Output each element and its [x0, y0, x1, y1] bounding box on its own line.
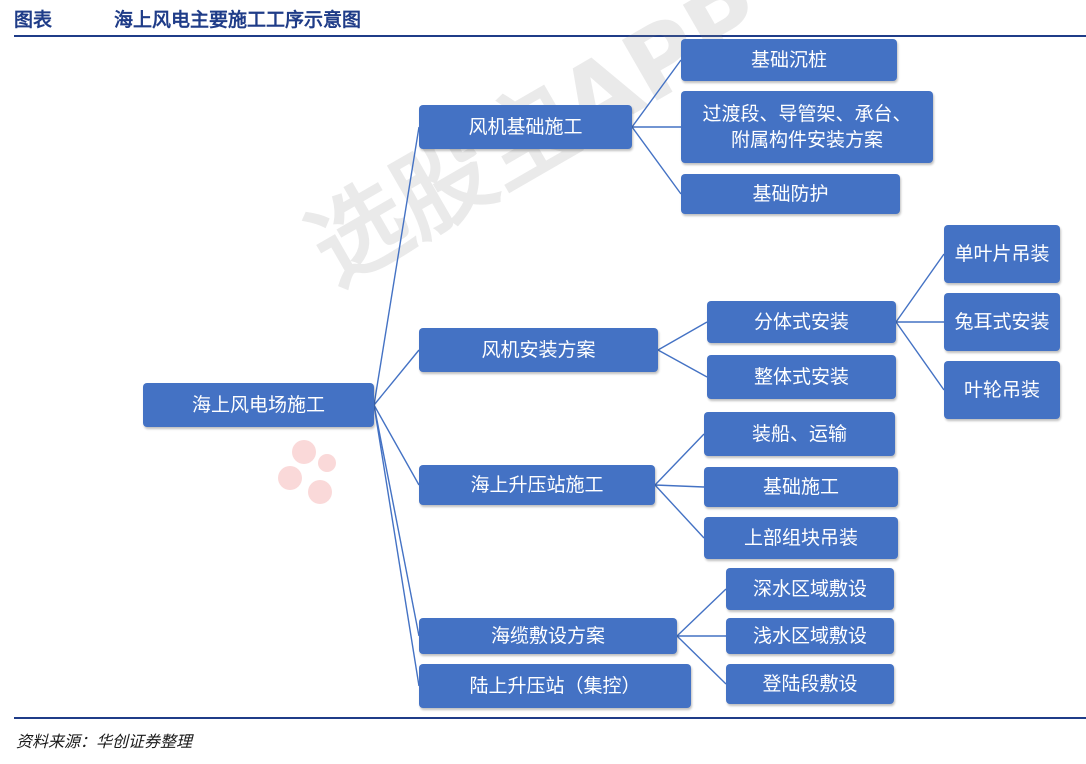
- node-foundation-protection: 基础防护: [681, 174, 900, 214]
- top-rule: [14, 35, 1086, 37]
- node-onshore-substation: 陆上升压站（集控）: [419, 664, 691, 708]
- source-note: 资料来源：华创证券整理: [16, 732, 193, 751]
- node-landing-section-laying: 登陆段敷设: [726, 664, 894, 704]
- node-cable-laying: 海缆敷设方案: [419, 618, 677, 654]
- node-rotor-lifting: 叶轮吊装: [944, 361, 1060, 419]
- node-pile-driving: 基础沉桩: [681, 39, 897, 81]
- node-single-blade-lifting: 单叶片吊装: [944, 225, 1060, 283]
- node-whole-installation: 整体式安装: [707, 355, 896, 399]
- node-shallow-water-laying: 浅水区域敷设: [726, 618, 894, 654]
- figure-header: 图表 海上风电主要施工工序示意图: [14, 4, 1086, 32]
- node-topside-lifting: 上部组块吊装: [704, 517, 898, 559]
- node-root: 海上风电场施工: [143, 383, 374, 427]
- node-split-installation: 分体式安装: [707, 301, 896, 343]
- node-offshore-substation: 海上升压站施工: [419, 465, 655, 505]
- figure-label: 图表: [14, 8, 53, 31]
- bottom-rule: [14, 717, 1086, 719]
- node-turbine-installation: 风机安装方案: [419, 328, 658, 372]
- node-deep-water-laying: 深水区域敷设: [726, 568, 894, 610]
- node-substation-foundation: 基础施工: [704, 467, 898, 507]
- figure-title: 海上风电主要施工工序示意图: [114, 8, 362, 31]
- node-shipping-transport: 装船、运输: [704, 412, 895, 456]
- node-transition-jacket: 过渡段、导管架、承台、 附属构件安装方案: [681, 91, 933, 163]
- node-foundation-construction: 风机基础施工: [419, 105, 632, 149]
- node-bunny-ear-installation: 兔耳式安装: [944, 293, 1060, 351]
